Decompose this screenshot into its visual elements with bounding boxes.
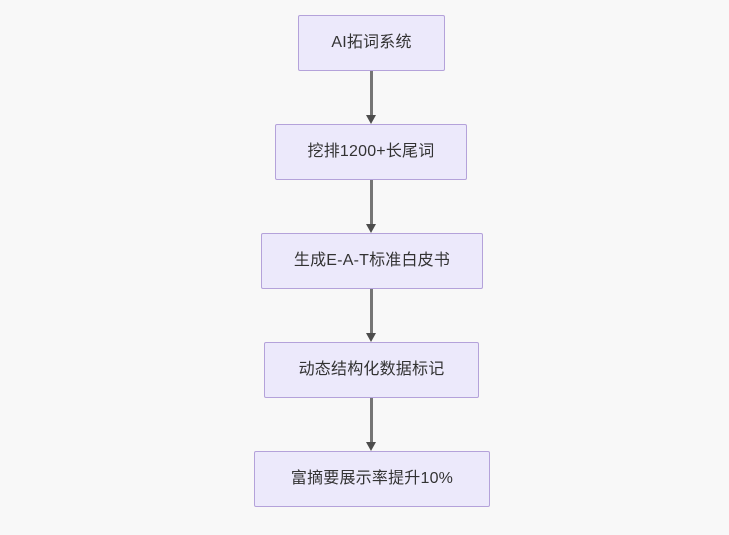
flowchart-node-label: AI拓词系统 bbox=[331, 34, 412, 51]
flowchart-node-n4[interactable]: 动态结构化数据标记 bbox=[264, 342, 479, 398]
flowchart-node-n5[interactable]: 富摘要展示率提升10% bbox=[254, 451, 490, 507]
flowchart-node-label: 挖排1200+长尾词 bbox=[307, 143, 435, 160]
arrow-head-icon bbox=[365, 442, 376, 451]
flowchart-node-n2[interactable]: 挖排1200+长尾词 bbox=[275, 124, 467, 180]
flowchart-node-n1[interactable]: AI拓词系统 bbox=[298, 15, 445, 71]
arrow-head-icon bbox=[365, 224, 376, 233]
arrow-head-icon bbox=[365, 115, 376, 124]
arrow-head-icon bbox=[365, 333, 376, 342]
edge-line bbox=[369, 180, 373, 225]
flowchart-node-label: 生成E-A-T标准白皮书 bbox=[293, 252, 451, 269]
edge-line bbox=[369, 289, 373, 334]
flowchart-node-label: 动态结构化数据标记 bbox=[298, 361, 445, 378]
edge-line bbox=[369, 71, 373, 116]
flowchart-node-label: 富摘要展示率提升10% bbox=[290, 470, 454, 487]
flowchart-node-n3[interactable]: 生成E-A-T标准白皮书 bbox=[261, 233, 483, 289]
edge-line bbox=[369, 398, 373, 443]
